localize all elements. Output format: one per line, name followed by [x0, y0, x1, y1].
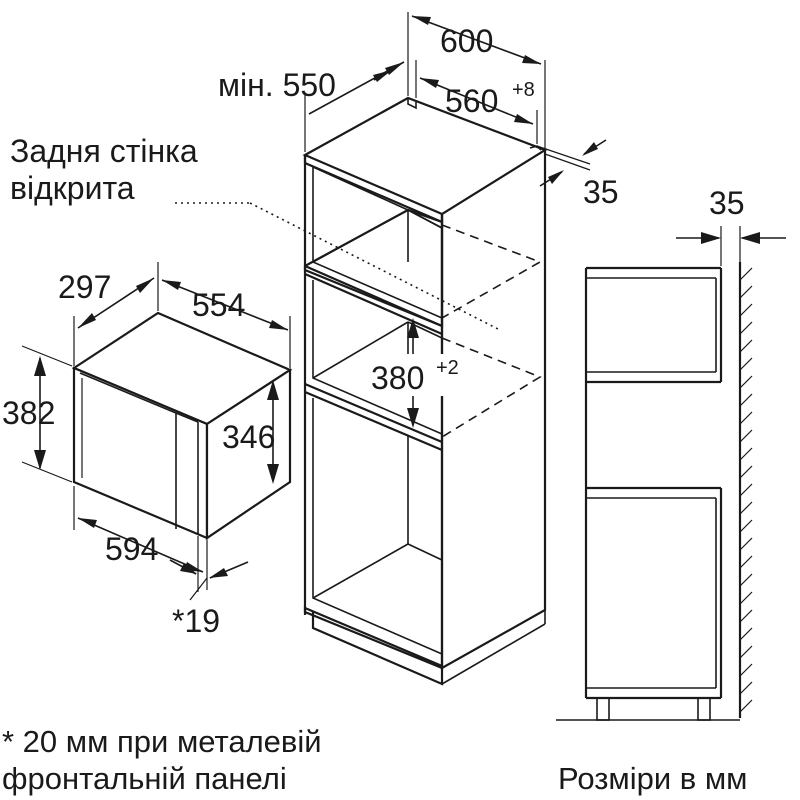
- dimension-297: 297: [58, 262, 159, 366]
- dim-297-label: 297: [58, 269, 111, 305]
- back-wall-label-line2: відкрита: [10, 170, 135, 206]
- dim-560-label: 560: [445, 83, 498, 119]
- dim-380-tolerance: +2: [436, 357, 459, 379]
- dimension-380: 380 +2: [368, 318, 459, 428]
- tall-cabinet: [302, 96, 548, 686]
- dimension-min-550: мін. 550: [218, 61, 405, 152]
- dim-35-top-label: 35: [583, 174, 619, 210]
- back-wall-label-line1: Задня стінка: [10, 133, 198, 169]
- dim-594-label: 594: [105, 531, 158, 567]
- dimension-382: 382: [2, 345, 73, 483]
- wall-hatching: [739, 267, 753, 713]
- dimension-560: 560 +8: [415, 60, 538, 144]
- dim-346-label: 346: [222, 419, 275, 455]
- open-back-indication: [175, 202, 542, 438]
- dimension-554: 554: [161, 279, 291, 368]
- dim-380-label: 380: [371, 360, 424, 396]
- dim-560-tolerance: +8: [512, 79, 535, 101]
- dim-19-label: *19: [172, 603, 220, 639]
- units-caption: Розміри в мм: [558, 761, 748, 796]
- dim-min-550-label: мін. 550: [218, 67, 336, 103]
- dimension-19: *19: [169, 536, 249, 639]
- side-view: [556, 262, 753, 721]
- dimension-600: 600: [407, 12, 546, 148]
- footnote-line1: * 20 мм при металевій: [2, 724, 322, 759]
- dimension-35-top: 35: [536, 139, 619, 210]
- dimension-594: 594: [73, 486, 208, 590]
- dim-35-side-label: 35: [709, 185, 745, 221]
- dim-382-label: 382: [2, 395, 55, 431]
- footnote-line2: фронтальній панелі: [2, 761, 287, 796]
- dim-600-label: 600: [440, 23, 493, 59]
- microwave-appliance: [71, 311, 293, 541]
- dimension-35-side: 35: [676, 185, 786, 266]
- dimension-346: 346: [222, 380, 279, 484]
- dim-554-label: 554: [192, 287, 245, 323]
